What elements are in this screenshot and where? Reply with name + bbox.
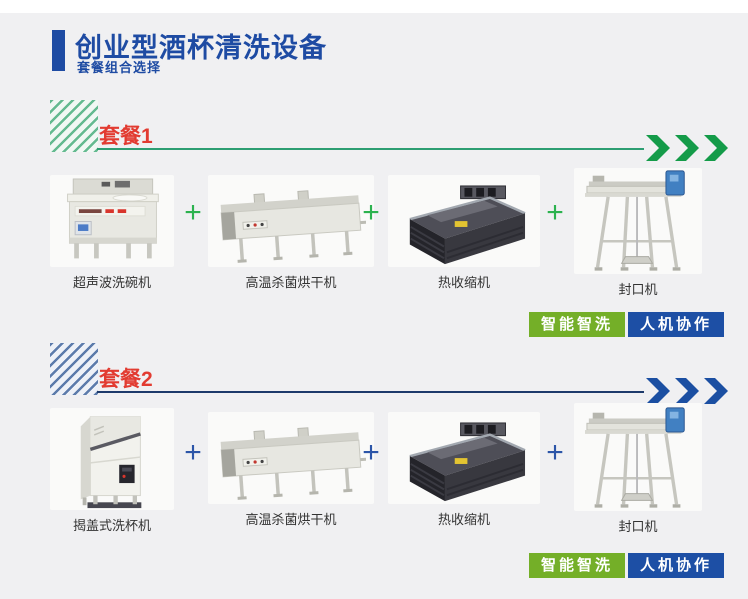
product-photo xyxy=(50,408,174,510)
product-label: 超声波洗碗机 xyxy=(72,275,151,290)
product-label: 封口机 xyxy=(618,282,658,297)
product-label: 揭盖式洗杯机 xyxy=(72,518,151,533)
product-label: 封口机 xyxy=(618,519,658,534)
human-machine-badge: 人机协作 xyxy=(628,553,725,578)
smart-wash-badge: 智能智洗 xyxy=(529,553,626,578)
plus-separator: + xyxy=(362,196,380,229)
product-label: 高温杀菌烘干机 xyxy=(245,275,337,290)
package1-divider-line xyxy=(97,148,644,150)
plus-separator: + xyxy=(184,436,202,469)
sealing-machine-image xyxy=(585,168,691,274)
plus-separator: + xyxy=(546,196,564,229)
sterilizing-dryer-image xyxy=(216,419,366,504)
package1-title: 套餐1 xyxy=(99,125,153,148)
product-photo xyxy=(388,412,540,504)
package2-item-sterilizing-dryer: 高温杀菌烘干机 xyxy=(208,412,374,528)
triple-chevron-icon xyxy=(646,135,732,161)
product-label: 高温杀菌烘干机 xyxy=(245,512,337,527)
smart-wash-badge: 智能智洗 xyxy=(529,312,626,337)
package1-stripe-decoration xyxy=(50,100,98,152)
hood-type-cup-washer-image xyxy=(71,409,153,510)
human-machine-badge: 人机协作 xyxy=(628,312,725,337)
package1-item-heat-shrink-machine: 热收缩机 xyxy=(388,175,540,291)
package1-item-sealing-machine: 封口机 xyxy=(574,168,702,298)
package2-item-heat-shrink-machine: 热收缩机 xyxy=(388,412,540,528)
package2-item-hood-type-cup-washer: 揭盖式洗杯机 xyxy=(50,408,174,534)
page-subtitle: 套餐组合选择 xyxy=(77,60,162,75)
product-photo xyxy=(574,168,702,274)
page-title: 创业型酒杯清洗设备 xyxy=(75,33,327,63)
title-accent-bar xyxy=(52,30,65,71)
product-label: 热收缩机 xyxy=(437,275,490,290)
plus-separator: + xyxy=(184,196,202,229)
product-photo xyxy=(574,403,702,511)
top-white-strip xyxy=(0,0,748,13)
sealing-machine-image xyxy=(585,405,691,511)
product-photo xyxy=(50,175,174,267)
product-photo xyxy=(208,412,374,504)
package1-item-ultrasonic-dishwasher: 超声波洗碗机 xyxy=(50,175,174,291)
package2-stripe-decoration xyxy=(50,343,98,395)
ultrasonic-dishwasher-image xyxy=(60,177,164,267)
package1-item-sterilizing-dryer: 高温杀菌烘干机 xyxy=(208,175,374,291)
triple-chevron-icon xyxy=(646,378,732,404)
product-photo xyxy=(208,175,374,267)
heat-shrink-machine-image xyxy=(398,184,530,267)
plus-separator: + xyxy=(362,436,380,469)
package1-badges: 智能智洗 人机协作 xyxy=(529,312,725,337)
product-photo xyxy=(388,175,540,267)
package2-divider-line xyxy=(97,391,644,393)
sterilizing-dryer-image xyxy=(216,182,366,267)
heat-shrink-machine-image xyxy=(398,421,530,504)
package2-item-sealing-machine: 封口机 xyxy=(574,403,702,535)
package2-title: 套餐2 xyxy=(99,368,153,391)
package2-badges: 智能智洗 人机协作 xyxy=(529,553,725,578)
plus-separator: + xyxy=(546,436,564,469)
product-label: 热收缩机 xyxy=(437,512,490,527)
